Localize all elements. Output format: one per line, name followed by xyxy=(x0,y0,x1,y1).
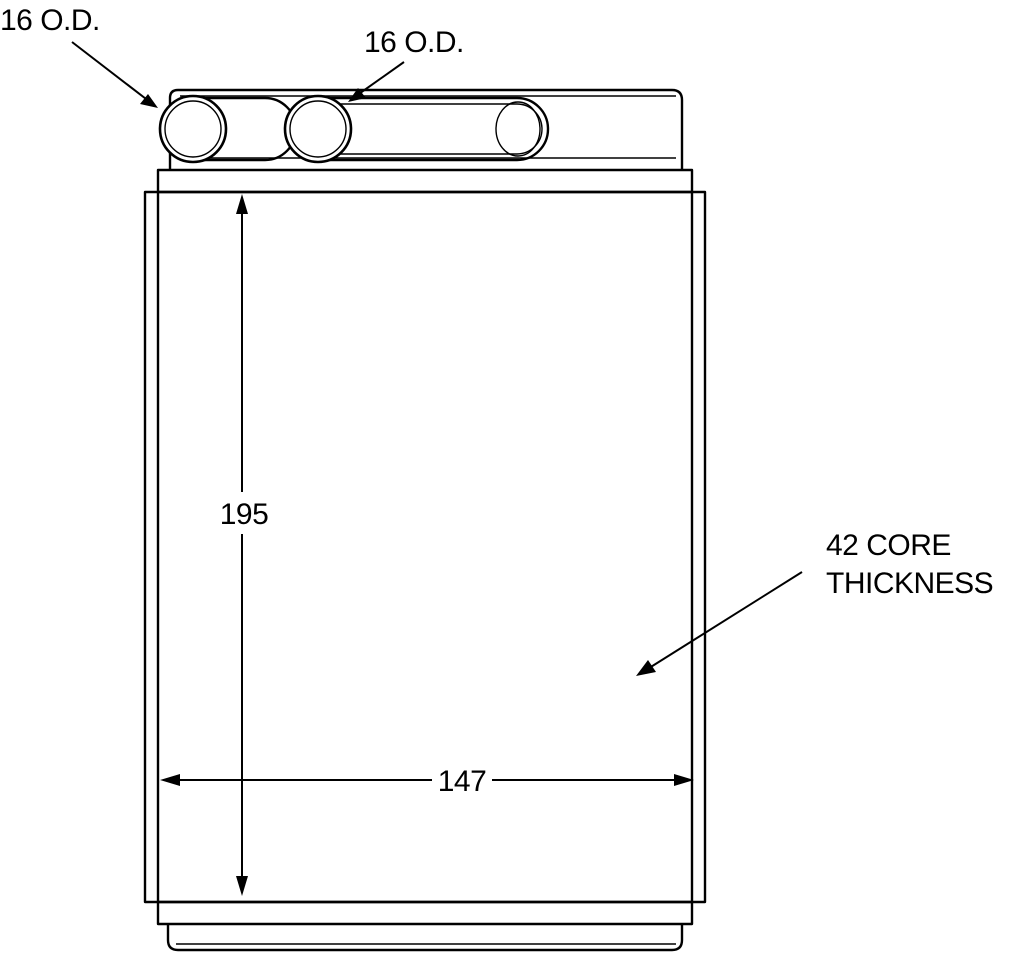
outlet-tube-callout: 16 O.D. xyxy=(364,26,464,59)
height-dimension: 195 xyxy=(220,194,269,896)
arrow-up-icon xyxy=(236,194,248,214)
arrow-right-icon xyxy=(674,774,694,786)
width-dimension-label: 147 xyxy=(438,765,487,798)
arrow-down-icon xyxy=(236,876,248,896)
outlet-tube xyxy=(283,94,353,164)
arrow-left-icon xyxy=(160,774,180,786)
core xyxy=(143,190,707,904)
inlet-tube xyxy=(158,94,228,164)
leader-lines xyxy=(71,41,803,676)
outlet-leader-arrow-icon xyxy=(348,88,366,102)
core-thickness-callout-line1: 42 CORE xyxy=(826,529,951,562)
core-leader-arrow-icon xyxy=(636,660,656,676)
core-thickness-callout-line2: THICKNESS xyxy=(826,567,993,600)
bottom-header-plate xyxy=(156,900,694,926)
top-header-plate xyxy=(156,168,694,194)
inlet-leader-arrow-icon xyxy=(140,94,158,108)
bottom-tank xyxy=(166,924,684,952)
top-tank xyxy=(168,88,684,170)
height-dimension-label: 195 xyxy=(220,498,269,531)
width-dimension: 147 xyxy=(160,765,694,798)
inlet-tube-callout: 16 O.D. xyxy=(0,4,100,37)
